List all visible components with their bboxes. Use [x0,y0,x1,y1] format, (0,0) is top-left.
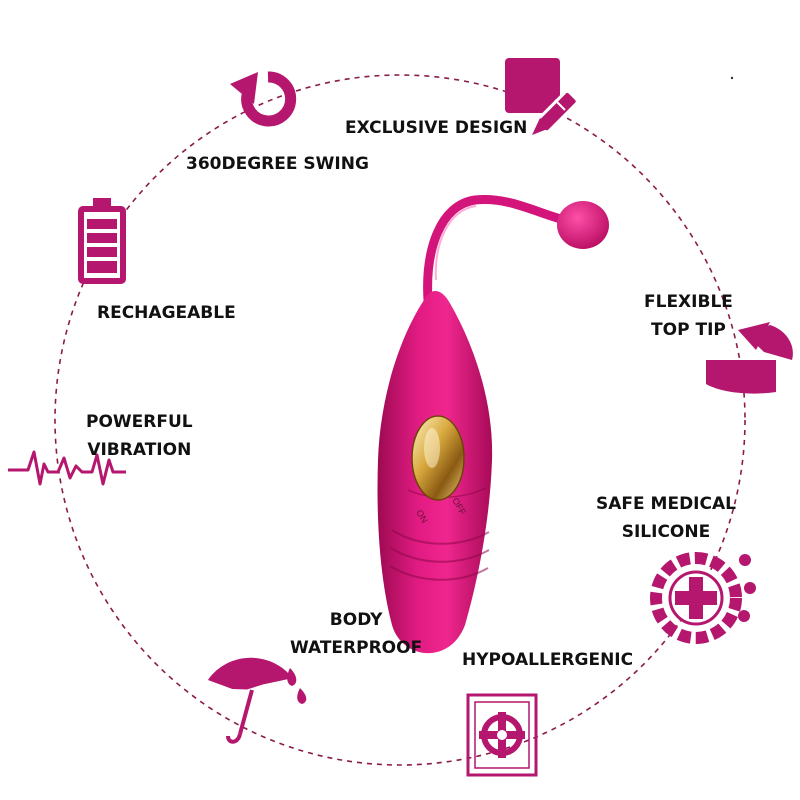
umbrella-icon [207,657,307,744]
feature-label: TOP TIP [651,320,726,340]
product-tip-ball [557,201,609,249]
battery-icon [78,198,126,284]
feature-label: RECHAGEABLE [97,303,236,323]
feature-flexible-tip: FLEXIBLE TOP TIP [644,288,733,344]
feature-label: FLEXIBLE [644,292,733,312]
feature-hypoallergenic: HYPOALLERGENIC [462,646,633,674]
feature-rechargeable: RECHAGEABLE [97,299,236,327]
feature-label: WATERPROOF [290,638,423,658]
feature-label: HYPOALLERGENIC [462,650,634,670]
feature-label: SILICONE [621,522,711,542]
feature-safe-silicone: SAFE MEDICAL SILICONE [596,490,736,546]
feature-label: EXCLUSIVE DESIGN [345,118,528,138]
feature-label: BODY [329,610,383,630]
feature-powerful-vibration: POWERFUL VIBRATION [86,408,193,464]
feature-360-swing: 360DEGREE SWING [186,150,369,178]
dashed-ring [54,74,746,766]
product-antenna [423,194,577,305]
feature-label: 360DEGREE SWING [186,154,369,174]
target-frame-icon [466,693,538,777]
feature-waterproof: BODY WATERPROOF [290,606,422,662]
feature-exclusive-design: EXCLUSIVE DESIGN [345,114,527,142]
feature-label: SAFE MEDICAL [596,494,736,514]
feature-label: VIBRATION [87,440,192,460]
product-image: ON OFF [377,194,609,654]
flexible-tip-icon [706,322,793,394]
design-pencil-icon [505,58,579,135]
feature-label: POWERFUL [86,412,193,432]
medical-cross-icon [650,552,756,644]
rotate-icon [230,71,297,127]
heartbeat-icon [8,450,126,486]
